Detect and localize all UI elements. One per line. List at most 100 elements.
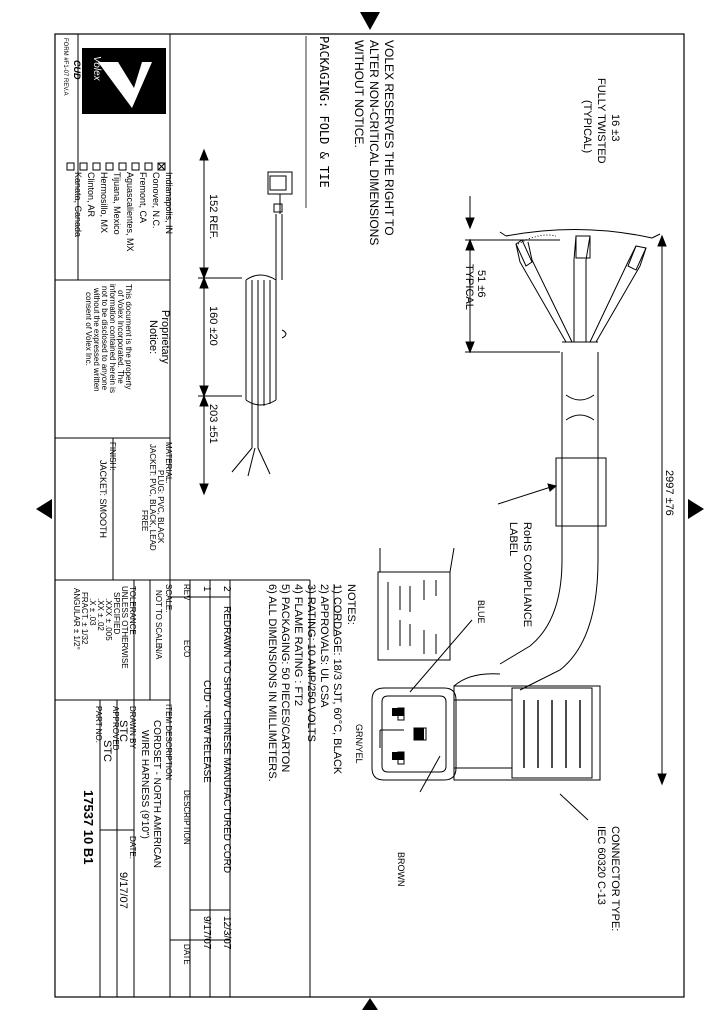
svg-text:NOTES:: NOTES:	[345, 584, 357, 625]
svg-text:not to be disclosed to anyone: not to be disclosed to anyone	[100, 286, 109, 391]
notes-block: NOTES: 1) CORDAGE: 18/3 SJT, 60°C, BLACK…	[266, 584, 357, 782]
svg-text:CUD: CUD	[72, 60, 82, 80]
svg-text:ALTER NON-CRITICAL DIMENSIONS: ALTER NON-CRITICAL DIMENSIONS	[367, 40, 381, 245]
svg-text:ITEM DESCRIPTION: ITEM DESCRIPTION	[164, 704, 173, 780]
logo-text: Volex CUD FORM #F1-07 REV.A	[62, 38, 102, 95]
svg-text:SCALE:: SCALE:	[164, 584, 173, 612]
svg-text:DESCRIPTION: DESCRIPTION	[182, 790, 191, 845]
sheet-border	[54, 33, 685, 998]
svg-text:5) PACKAGING: 50 PIECES/CARTON: 5) PACKAGING: 50 PIECES/CARTON	[279, 584, 291, 772]
svg-text:FORM #F1-07 REV.A: FORM #F1-07 REV.A	[62, 38, 68, 95]
revision-table: 2 REDRAWN TO SHOW CHINESE MANUFACTURED C…	[201, 586, 232, 950]
svg-text:CORDSET - NORTH AMERICAN: CORDSET - NORTH AMERICAN	[151, 720, 162, 868]
svg-text:FULLY TWISTED: FULLY TWISTED	[595, 78, 607, 164]
svg-text:PART NO.: PART NO.	[94, 706, 103, 743]
svg-text:N/A: N/A	[154, 646, 163, 660]
svg-text:ANGULAR ± 1/2°: ANGULAR ± 1/2°	[72, 588, 81, 650]
title-block: REV ECO DESCRIPTION DATE SCALE: NOT TO S…	[72, 584, 191, 965]
svg-text:TOLERANCE: TOLERANCE	[128, 586, 137, 635]
svg-text:ECO: ECO	[182, 640, 191, 657]
svg-text:1) CORDAGE: 18/3 SJT, 60°C, BL: 1) CORDAGE: 18/3 SJT, 60°C, BLACK	[331, 584, 343, 775]
location-checkbox	[79, 162, 88, 171]
svg-text:16 ±3: 16 ±3	[609, 114, 621, 141]
svg-text:APPROVED: APPROVED	[111, 706, 120, 751]
svg-text:203 ±51: 203 ±51	[207, 404, 219, 444]
svg-text:6) ALL DIMENSIONS IN MILLIMETE: 6) ALL DIMENSIONS IN MILLIMETERS.	[266, 584, 278, 782]
svg-text:GRN/YEL: GRN/YEL	[354, 724, 364, 764]
cordset-drawing	[371, 196, 667, 821]
svg-text:JACKET: PVC, BLACK, LEAD: JACKET: PVC, BLACK, LEAD	[148, 444, 157, 551]
location-label: Indianapolis, IN	[164, 172, 174, 234]
svg-text:.X ± .03: .X ± .03	[88, 598, 97, 626]
dimension-labels: 16 ±3 FULLY TWISTED (TYPICAL) 51 ±6 TYPI…	[207, 78, 675, 516]
svg-text:JACKET: SMOOTH: JACKET: SMOOTH	[98, 460, 108, 538]
bottom-center-mark	[362, 998, 378, 1010]
right-center-mark	[688, 499, 704, 519]
svg-text:9/17/07: 9/17/07	[201, 916, 212, 950]
location-label: Fremont, CA	[138, 172, 148, 223]
svg-text:FREE: FREE	[140, 510, 149, 531]
svg-text:2: 2	[221, 586, 232, 592]
proprietary-notice: Proprietary Notice: This document is the…	[84, 284, 171, 393]
location-checkbox	[105, 162, 114, 171]
location-checkbox	[92, 162, 101, 171]
svg-text:REV: REV	[182, 584, 191, 601]
svg-text:12/3/07: 12/3/07	[221, 916, 232, 950]
svg-text:NOT TO SCALE: NOT TO SCALE	[154, 590, 163, 648]
svg-text:51 ±6: 51 ±6	[475, 270, 487, 297]
top-center-mark	[360, 12, 380, 30]
location-checkbox	[118, 162, 127, 171]
svg-text:2997 ±76: 2997 ±76	[663, 470, 675, 516]
svg-text:WIRE HARNESS (9'10"): WIRE HARNESS (9'10")	[139, 730, 150, 839]
svg-text:PLUG: PVC, BLACK: PLUG: PVC, BLACK	[156, 470, 165, 544]
svg-text:This document is the property: This document is the property	[124, 284, 133, 389]
svg-text:DATE:: DATE:	[128, 836, 137, 859]
svg-text:DRAWN BY: DRAWN BY	[128, 706, 137, 749]
location-label: Kanata, Canada	[73, 172, 83, 237]
svg-text:.XX ± .02: .XX ± .02	[96, 598, 105, 631]
svg-text:TYPICAL: TYPICAL	[463, 264, 475, 310]
svg-text:STC: STC	[117, 720, 129, 742]
location-label: Conover, N.C.	[151, 172, 161, 229]
svg-text:MATERIAL:: MATERIAL:	[164, 442, 173, 484]
packaging-drawing	[198, 148, 293, 496]
svg-text:160 ±20: 160 ±20	[207, 306, 219, 346]
svg-text:BROWN: BROWN	[396, 852, 406, 887]
svg-text:(TYPICAL): (TYPICAL)	[581, 100, 593, 153]
svg-text:SPECIFIED: SPECIFIED	[112, 592, 121, 634]
callout-labels: RoHS COMPLIANCE LABEL CONNECTOR TYPE: IE…	[354, 522, 621, 931]
svg-text:CONNECTOR TYPE:: CONNECTOR TYPE:	[609, 826, 621, 931]
svg-text:IEC 60320 C-13: IEC 60320 C-13	[595, 826, 607, 905]
svg-text:WITHOUT NOTICE.: WITHOUT NOTICE.	[352, 40, 366, 148]
svg-text:REDRAWN TO SHOW CHINESE MANUFA: REDRAWN TO SHOW CHINESE MANUFACTURED COR…	[221, 606, 232, 873]
svg-text:of Volex Incorporated. The: of Volex Incorporated. The	[116, 290, 125, 384]
svg-text:152 REF.: 152 REF.	[207, 194, 219, 239]
svg-text:DATE: DATE	[182, 944, 191, 965]
svg-text:4) FLAME RATING : FT2: 4) FLAME RATING : FT2	[292, 584, 304, 706]
location-checkbox	[66, 162, 75, 171]
svg-text:2) APPROVALS: UL CSA: 2) APPROVALS: UL CSA	[318, 584, 330, 708]
location-label: Clinton, AR	[86, 172, 96, 218]
location-checkbox	[157, 162, 166, 171]
svg-text:Notice:: Notice:	[147, 320, 159, 354]
svg-text:CUD - NEW RELEASE: CUD - NEW RELEASE	[201, 680, 212, 783]
svg-text:PACKAGING: FOLD & TIE: PACKAGING: FOLD & TIE	[317, 36, 331, 188]
location-checkbox	[131, 162, 140, 171]
svg-text:Volex: Volex	[91, 56, 102, 82]
location-label: Hermosillo, MX	[99, 172, 109, 233]
material-block: MATERIAL: PLUG: PVC, BLACK JACKET: PVC, …	[98, 442, 173, 551]
location-label: Aguascalientes, MX	[125, 172, 135, 252]
svg-text:3) RATING: 10 AMP/250 VOLTS: 3) RATING: 10 AMP/250 VOLTS	[305, 584, 317, 742]
svg-text:9/17/07: 9/17/07	[117, 872, 129, 909]
volex-logo	[82, 48, 166, 114]
location-check-mark	[157, 162, 166, 171]
svg-text:UNLESS OTHERWISE: UNLESS OTHERWISE	[120, 586, 129, 669]
svg-text:VOLEX RESERVES THE RIGHT TO: VOLEX RESERVES THE RIGHT TO	[382, 40, 396, 236]
svg-text:.XXX ± .005: .XXX ± .005	[104, 598, 113, 641]
location-label: Tijuana, Mexico	[112, 172, 122, 235]
svg-text:consent of Volex Inc.: consent of Volex Inc.	[84, 292, 93, 366]
svg-text:STC: STC	[101, 740, 113, 762]
packaging-title: PACKAGING: FOLD & TIE	[305, 36, 331, 208]
